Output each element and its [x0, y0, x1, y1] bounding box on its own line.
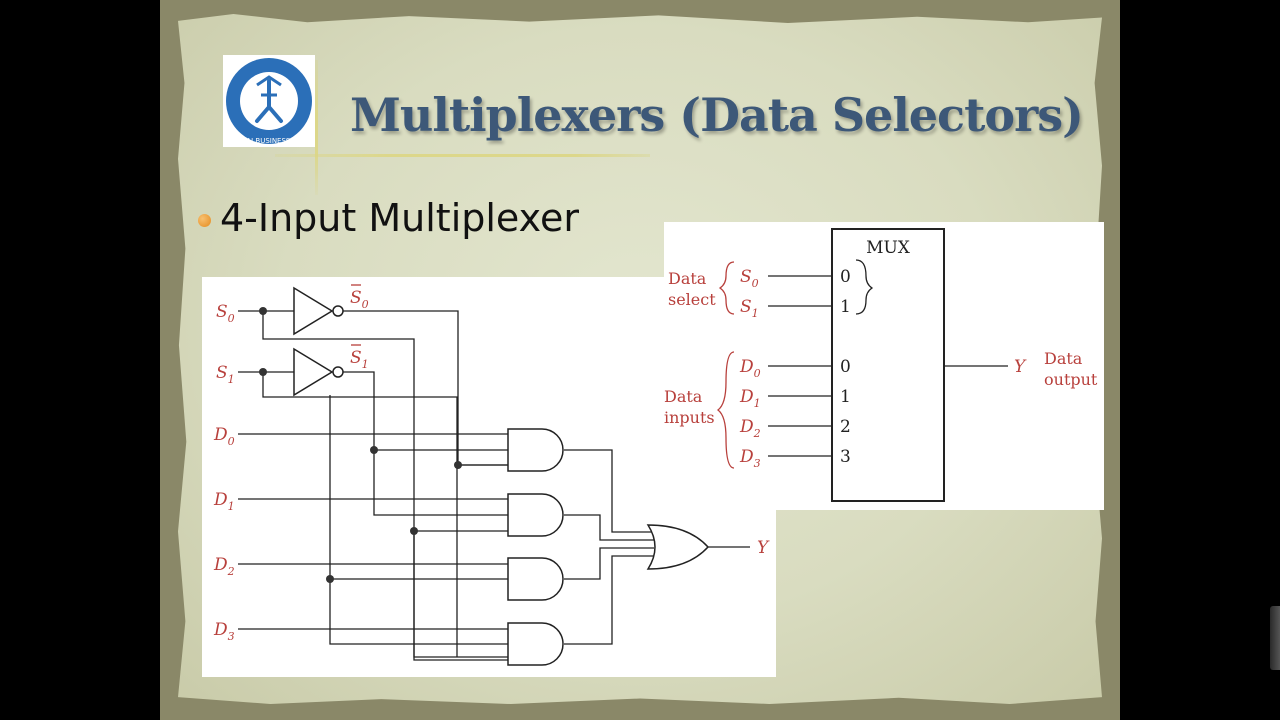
and-gate-d0: [507, 428, 564, 472]
mux-pin-numbers: 0 1 0 1 2 3: [840, 267, 851, 467]
label-d3: D3: [213, 620, 235, 643]
slide-stage: SHANGHAI BUSINESS SCHOOL Multiplexers (D…: [160, 0, 1120, 720]
svg-text:S0: S0: [740, 267, 759, 290]
svg-text:0: 0: [840, 267, 851, 287]
svg-text:D0: D0: [739, 357, 761, 380]
svg-text:D2: D2: [739, 417, 761, 440]
label-d0: D0: [213, 425, 235, 448]
title-accent-vertical: [315, 60, 318, 195]
mux-line-labels: S0 S1 D0 D1 D2 D3 Y: [739, 267, 1027, 470]
svg-text:3: 3: [840, 447, 851, 467]
not-gates: [293, 286, 344, 397]
label-s0-bar: S0: [350, 288, 369, 311]
inversion-bars: [351, 284, 361, 346]
logo-ring-text: SHANGHAI BUSINESS SCHOOL: [223, 137, 315, 145]
and-gate-d2: [507, 557, 564, 601]
svg-text:D1: D1: [739, 387, 761, 410]
label-y: Y: [757, 538, 770, 558]
and-gate-d1: [507, 493, 564, 537]
and-gates: [507, 428, 564, 666]
svg-text:0: 0: [840, 357, 851, 377]
title-accent-horizontal: [275, 154, 650, 157]
mux-box: [831, 228, 945, 502]
or-gate: [646, 524, 710, 570]
svg-text:1: 1: [840, 297, 851, 317]
and-gate-d3: [507, 622, 564, 666]
not-gate-s1: [293, 347, 334, 397]
shanghai-business-school-seal-icon: SHANGHAI BUSINESS SCHOOL: [216, 58, 322, 145]
select-brace: [855, 259, 874, 315]
mux-label: MUX: [866, 238, 911, 258]
svg-text:S1: S1: [740, 297, 759, 320]
label-s1-bar: S1: [350, 348, 369, 371]
circuit-labels: S0 S1 D0 D1 D2 D3 S0 S1 Y: [213, 288, 770, 643]
bullet-text: 4-Input Multiplexer: [220, 196, 579, 240]
label-d1: D1: [213, 490, 235, 513]
mux-lines: [768, 275, 1008, 457]
svg-text:Y: Y: [1014, 357, 1027, 377]
svg-text:1: 1: [840, 387, 851, 407]
mux-block-diagram: MUX 0 1 0 1 2 3 S0 S1 D0 D1 D2 D3 Y: [664, 222, 1104, 510]
label-d2: D2: [213, 555, 235, 578]
slide-title: Multiplexers (Data Selectors): [350, 88, 1084, 142]
svg-text:2: 2: [840, 417, 851, 437]
not-gate-s0: [293, 286, 334, 336]
scrollbar-tab[interactable]: [1270, 606, 1280, 670]
junction-dots: [259, 307, 462, 583]
label-s1: S1: [216, 363, 235, 386]
group-braces: [716, 261, 735, 469]
school-logo: SHANGHAI BUSINESS SCHOOL: [216, 55, 322, 147]
label-s0: S0: [216, 302, 235, 325]
svg-text:D3: D3: [739, 447, 761, 470]
bullet-dot: [198, 214, 211, 227]
